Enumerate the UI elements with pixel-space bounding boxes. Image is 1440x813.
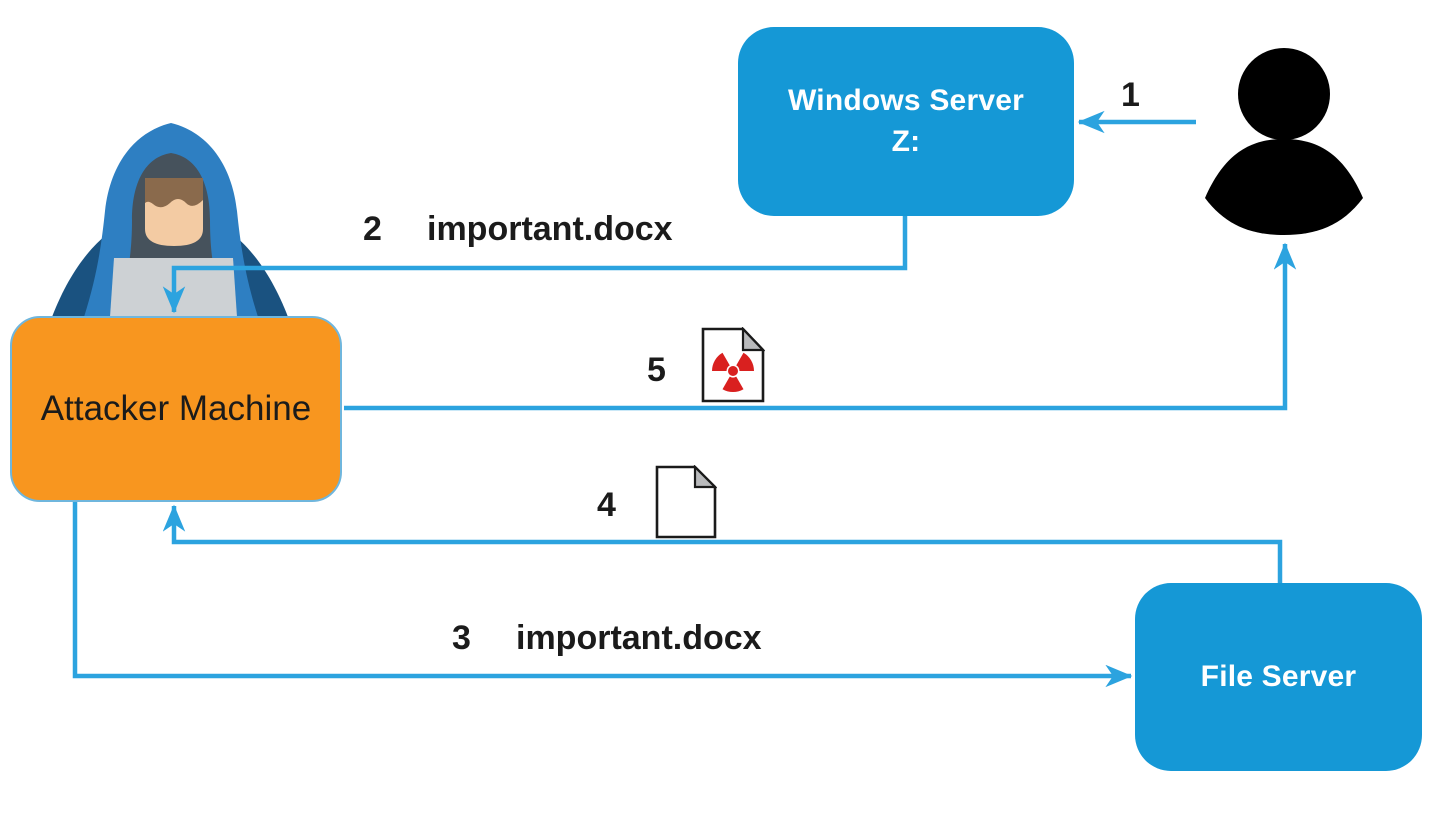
step-3-filename: important.docx — [516, 619, 762, 657]
user-body — [1205, 139, 1363, 235]
document-fold-corner — [693, 465, 717, 489]
arrow-step-3 — [72, 501, 1133, 688]
node-file-server: File Server — [1135, 583, 1422, 771]
attacker-machine-label: Attacker Machine — [40, 389, 312, 428]
step-5-number: 5 — [647, 351, 666, 389]
document-fold-corner — [741, 327, 765, 352]
arrow-step-2 — [162, 216, 908, 314]
windows-server-label: Windows Server Z: — [788, 81, 1024, 162]
step-2-filename: important.docx — [427, 210, 673, 248]
user-silhouette-icon — [1205, 48, 1363, 235]
step-4-number: 4 — [597, 486, 616, 524]
radioactive-document-icon — [701, 327, 765, 403]
node-windows-server: Windows Server Z: — [738, 27, 1074, 216]
arrow-step-4 — [162, 504, 1283, 584]
step-3-number: 3 — [452, 619, 471, 657]
node-attacker-machine: Attacker Machine — [10, 316, 342, 502]
document-icon — [655, 465, 717, 539]
windows-server-label-line1: Windows Server — [788, 84, 1024, 117]
step-2-number: 2 — [363, 210, 382, 248]
file-server-label: File Server — [1200, 659, 1357, 693]
radiation-trefoil-icon — [712, 352, 754, 393]
windows-server-label-line2: Z: — [891, 124, 921, 158]
hacker-hair — [145, 178, 203, 208]
arrow-step-5 — [344, 242, 1297, 411]
step-1-number: 1 — [1121, 76, 1140, 114]
user-head — [1238, 48, 1330, 140]
